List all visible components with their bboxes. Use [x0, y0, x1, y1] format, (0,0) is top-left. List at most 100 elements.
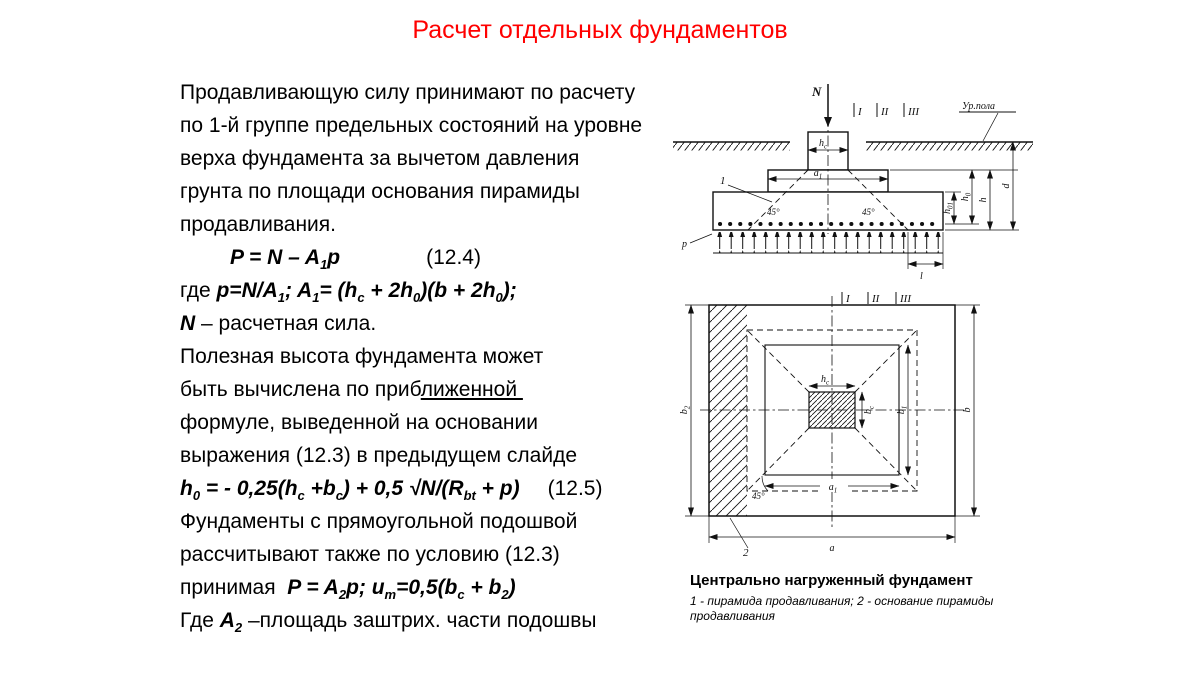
- angle-label: 45°: [752, 491, 765, 501]
- text-segment: );: [502, 279, 517, 302]
- text-segment: (12.4): [426, 246, 481, 269]
- plan-dimensions: hc bc b1 b b2 a1 a: [679, 304, 980, 554]
- text-segment: c: [335, 488, 343, 503]
- text-line: принимая P = A2p; um=0,5(bc + b2): [180, 571, 705, 604]
- text-line: продавливания.: [180, 208, 705, 241]
- text-segment: – расчетная сила.: [195, 312, 377, 335]
- body-text: Продавливающую силу принимают по расчету…: [180, 76, 705, 637]
- h01-label: h01: [942, 202, 955, 214]
- text-segment: 2: [501, 587, 509, 602]
- text-segment: P = N – A: [230, 246, 321, 269]
- soil-pressure: p: [681, 232, 943, 254]
- floor-level-label: Ур.пола: [962, 101, 995, 112]
- text-segment: + p): [475, 477, 520, 500]
- l-dimension: l: [907, 232, 944, 282]
- hc-label: hc: [821, 374, 830, 387]
- text-segment: + 2h: [364, 279, 414, 302]
- text-segment: p: [327, 246, 341, 269]
- caption-note-line2: продавливания: [690, 609, 775, 623]
- pressure-label: p: [681, 239, 687, 250]
- text-segment: P = A: [287, 576, 339, 599]
- text-segment: 2: [234, 620, 243, 635]
- text-segment: N: [180, 312, 196, 335]
- a1-label: a1: [814, 168, 823, 181]
- plan-pyramid-diagonals: [746, 329, 918, 492]
- plan-section-marks: I II III: [841, 292, 912, 305]
- text-segment: ; A: [284, 279, 313, 302]
- text-line: Где A2 –площадь заштрих. части подошвы: [180, 604, 705, 637]
- text-line: грунта по площади основания пирамиды: [180, 175, 705, 208]
- caption-title: Центрально нагруженный фундамент: [690, 572, 973, 589]
- pointer-2: 2: [729, 517, 749, 559]
- text-segment: 1: [277, 290, 285, 305]
- text-segment: Фундаменты с прямоугольной подошвой: [180, 510, 578, 533]
- a1-label: a1: [829, 482, 838, 495]
- text-segment: ) + 0,5 √N/(R: [342, 477, 464, 500]
- text-segment: Продавливающую силу принимают по расчету: [180, 81, 636, 104]
- roman-iii-label: III: [907, 106, 920, 118]
- h-label: h: [978, 198, 989, 203]
- text-segment: 2: [338, 587, 347, 602]
- text-segment: h: [180, 477, 193, 500]
- text-segment: по 1-й группе предельных состояний на ур…: [180, 114, 643, 137]
- text-segment: принимая: [180, 576, 288, 599]
- angle-left-label: 45°: [767, 207, 780, 217]
- floor-level: Ур.пола: [959, 101, 1016, 142]
- text-segment: = (h: [319, 279, 358, 302]
- ground: [673, 141, 1033, 151]
- angle-labels: 45° 45°: [767, 207, 875, 217]
- text-line: быть вычислена по приближенной: [180, 373, 705, 406]
- b-label: b: [962, 408, 973, 413]
- hc-dimension: hc: [807, 138, 849, 153]
- plan-column: [808, 391, 856, 429]
- text-segment: c: [297, 488, 305, 503]
- roman-i-label: I: [845, 293, 851, 305]
- angle-right-label: 45°: [862, 207, 875, 217]
- text-segment: –площадь заштрих. части подошвы: [242, 609, 597, 632]
- text-segment: рассчитывают также по условию (12.3): [180, 543, 560, 566]
- text-segment: 1: [320, 257, 328, 272]
- text-line: Полезная высота фундамента может: [180, 340, 705, 373]
- pointer-1-label: 1: [720, 175, 726, 187]
- text-segment: верха фундамента за вычетом давления: [180, 147, 580, 170]
- text-line: где p=N/A1; A1= (hc + 2h0)(b + 2h0);: [180, 274, 705, 307]
- text-segment: +b: [304, 477, 336, 500]
- slide-title: Расчет отдельных фундаментов: [412, 16, 788, 44]
- text-segment: продавливания.: [180, 213, 336, 236]
- text-segment: где: [180, 279, 217, 302]
- text-line: верха фундамента за вычетом давления: [180, 142, 705, 175]
- text-line: Фундаменты с прямоугольной подошвой: [180, 505, 705, 538]
- text-segment: A: [219, 609, 235, 632]
- text-segment: грунта по площади основания пирамиды: [180, 180, 580, 203]
- text-segment: + b: [464, 576, 502, 599]
- bc-label: bc: [863, 405, 876, 414]
- text-segment: 1: [312, 290, 320, 305]
- text-segment: m: [384, 587, 397, 602]
- text-segment: c: [357, 290, 365, 305]
- roman-ii-label: II: [871, 293, 881, 305]
- text-line: рассчитывают также по условию (12.3): [180, 538, 705, 571]
- text-segment: 0: [192, 488, 201, 503]
- text-segment: = - 0,25(h: [200, 477, 298, 500]
- text-line: по 1-й группе предельных состояний на ур…: [180, 109, 705, 142]
- text-segment: ): [508, 576, 516, 599]
- d-label: d: [1001, 183, 1012, 189]
- text-segment: 0: [413, 290, 421, 305]
- text-line: выражения (12.3) в предыдущем слайде: [180, 439, 705, 472]
- section-marks: I II III: [853, 103, 920, 118]
- text-line: Продавливающую силу принимают по расчету: [180, 76, 705, 109]
- text-segment: c: [457, 587, 465, 602]
- text-segment: bt: [463, 488, 476, 503]
- pointer-2-label: 2: [743, 547, 749, 559]
- height-dimensions: h01 h0 h d: [890, 141, 1019, 231]
- text-segment: 0: [495, 290, 503, 305]
- text-segment: формуле, выведенной на основании: [180, 411, 538, 434]
- plan-drawing: I II III hc bc: [679, 292, 980, 559]
- force-label: N: [811, 84, 822, 99]
- text-line: P = N – A1p(12.4): [180, 241, 705, 274]
- text-segment: быть вычислена по приб: [180, 378, 421, 401]
- text-segment: Полезная высота фундамента может: [180, 345, 544, 368]
- text-line: h0 = - 0,25(hc +bc) + 0,5 √N/(Rbt + p)(1…: [180, 472, 705, 505]
- h0-label: h0: [960, 192, 973, 201]
